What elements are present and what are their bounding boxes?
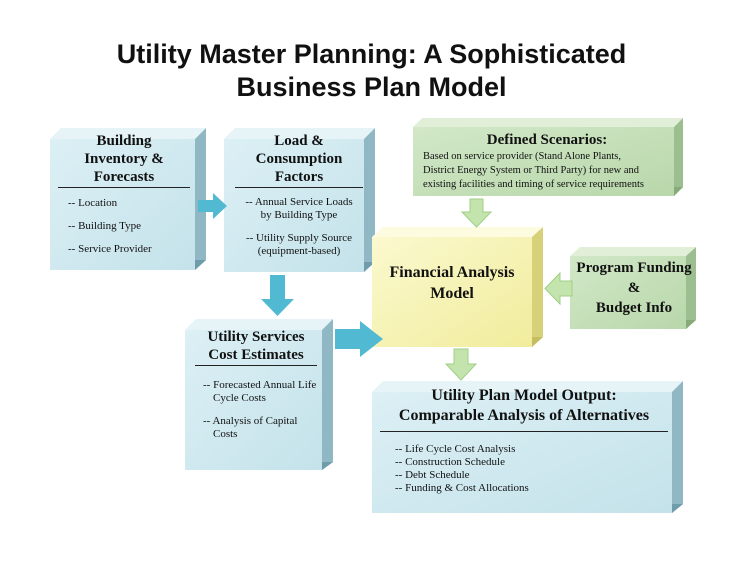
list-item: Cycle Costs: [213, 392, 266, 404]
list-item: -- Location: [68, 197, 118, 209]
list-item: -- Construction Schedule: [395, 456, 505, 468]
list-item: by Building Type: [260, 209, 338, 221]
title-line-1: Utility Master Planning: A Sophisticated: [116, 39, 627, 69]
financial-model-content: Financial Analysis Model: [372, 262, 532, 304]
load-consumption-box: [224, 128, 375, 272]
program-funding-heading-3: Budget Info: [595, 300, 673, 316]
load-consumption-heading-2: Consumption: [255, 151, 343, 167]
defined-scenarios-box: [413, 118, 683, 196]
list-item: -- Debt Schedule: [395, 469, 470, 481]
plan-output-heading-1: Utility Plan Model Output:: [431, 387, 617, 404]
plan-output-heading: Utility Plan Model Output: Comparable An…: [380, 386, 668, 432]
arrow-services-to-model: [335, 321, 383, 357]
arrow-scenarios-to-model: [460, 198, 493, 228]
list-item: -- Funding & Cost Allocations: [395, 482, 529, 494]
plan-output-content: Utility Plan Model Output: Comparable An…: [380, 386, 668, 495]
list-item: -- Life Cycle Cost Analysis: [395, 443, 516, 455]
building-inventory-heading-3: Forecasts: [93, 169, 155, 185]
financial-model-heading-2: Model: [430, 285, 474, 302]
list-item: (equipment-based): [257, 245, 341, 257]
utility-services-heading: Utility Services Cost Estimates: [195, 328, 317, 366]
utility-services-heading-2: Cost Estimates: [208, 347, 304, 363]
arrow-model-to-output: [444, 348, 478, 381]
list-item: -- Utility Supply Source: [245, 232, 353, 244]
title-line-2: Business Plan Model: [236, 72, 507, 102]
list-item: -- Analysis of Capital: [203, 415, 298, 427]
list-item: -- Forecasted Annual Life: [203, 379, 317, 391]
list-item: -- Annual Service Loads: [245, 196, 353, 208]
program-funding-heading: Program Funding & Budget Info: [572, 258, 696, 318]
utility-services-box: [185, 319, 333, 470]
list-item: -- Building Type: [68, 220, 141, 232]
load-consumption-content: Load & Consumption Factors -- Annual Ser…: [235, 132, 363, 258]
scenario-line: existing facilities and timing of servic…: [423, 179, 645, 190]
arrow-load-to-services: [261, 275, 294, 316]
building-inventory-heading: Building Inventory & Forecasts: [58, 132, 190, 188]
list-item: -- Service Provider: [68, 243, 152, 255]
load-consumption-heading-3: Factors: [274, 169, 324, 185]
building-inventory-heading-2: Inventory &: [84, 151, 164, 167]
diagram-title: Utility Master Planning: A Sophisticated…: [0, 38, 743, 104]
utility-services-content: Utility Services Cost Estimates -- Forec…: [195, 328, 317, 441]
scenario-line: District Energy System or Third Party) f…: [423, 165, 639, 176]
defined-scenarios-heading: Defined Scenarios:: [486, 132, 608, 148]
program-funding-heading-2: &: [627, 280, 641, 296]
financial-model-heading-1: Financial Analysis: [389, 264, 515, 281]
defined-scenarios-content: Defined Scenarios: Based on service prov…: [423, 131, 671, 192]
list-item: Costs: [213, 428, 238, 440]
scenario-line: Based on service provider (Stand Alone P…: [423, 151, 622, 162]
building-inventory-heading-1: Building: [96, 133, 152, 149]
plan-output-heading-2: Comparable Analysis of Alternatives: [398, 407, 650, 424]
arrow-inventory-to-load: [198, 193, 227, 219]
program-funding-box: [570, 247, 696, 329]
financial-model-heading: Financial Analysis Model: [372, 262, 532, 304]
arrow-funding-to-model: [544, 271, 573, 306]
program-funding-heading-1: Program Funding: [576, 260, 692, 276]
utility-services-heading-1: Utility Services: [207, 329, 305, 345]
load-consumption-heading-1: Load &: [274, 133, 324, 149]
building-inventory-box: [50, 128, 206, 270]
program-funding-content: Program Funding & Budget Info: [572, 258, 696, 318]
load-consumption-heading: Load & Consumption Factors: [235, 132, 363, 188]
plan-output-box: [372, 381, 683, 513]
financial-model-box: [372, 227, 543, 347]
building-inventory-content: Building Inventory & Forecasts -- Locati…: [58, 132, 190, 266]
